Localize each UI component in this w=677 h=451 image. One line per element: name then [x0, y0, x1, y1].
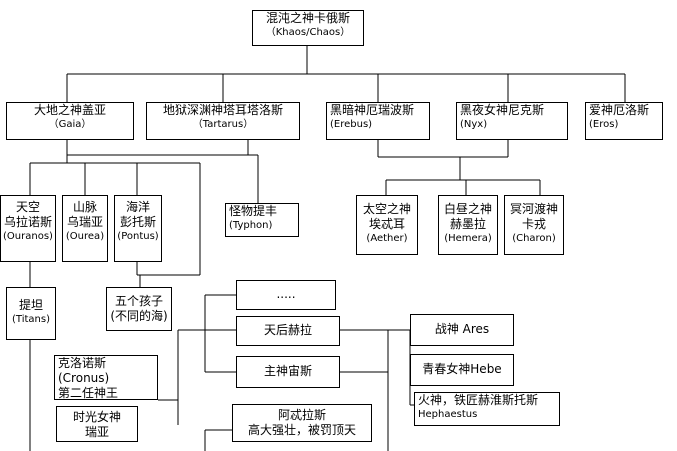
node-zeus-name: 主神宙斯 [263, 364, 312, 378]
node-hebe-name: 青春女神Hebe [422, 362, 502, 376]
node-aether-en: (Aether) [366, 233, 408, 244]
node-tartarus-name: 地狱深渊神塔耳塔洛斯 [162, 103, 283, 117]
node-zeus: 主神宙斯 [236, 356, 340, 388]
node-chaos: 混沌之神卡俄斯 （Khaos/Chaos） [252, 10, 364, 46]
node-atlas-line1: 阿忒拉斯 [277, 408, 326, 422]
node-rhea-line1: 时光女神 [72, 410, 121, 424]
node-nyx-name: 黑夜女神尼克斯 [460, 103, 545, 117]
node-pontus-line1: 海洋 [125, 200, 150, 214]
node-typhon: 怪物提丰 (Typhon) [225, 203, 299, 237]
node-ourea-line2: 乌瑞亚 [66, 215, 103, 229]
node-charon-line1: 冥河渡神 [509, 202, 558, 216]
node-titans-name: 提坦 [18, 298, 43, 312]
node-hemera-line2: 赫墨拉 [449, 217, 486, 231]
node-typhon-en: (Typhon) [229, 220, 273, 231]
node-titans: 提坦 (Titans) [6, 287, 56, 340]
node-ouranos-line2: 乌拉诺斯 [3, 215, 52, 229]
node-hephaestus-line2: Hephaestus [418, 409, 478, 420]
node-atlas: 阿忒拉斯 高大强壮，被罚顶天 [232, 404, 372, 442]
node-charon-en: (Charon) [512, 233, 556, 244]
node-ouranos: 天空 乌拉诺斯 (Ouranos) [0, 195, 56, 262]
node-rhea: 时光女神 瑞亚 [56, 406, 138, 442]
node-hemera-en: (Hemera) [444, 233, 492, 244]
node-hera-name: 天后赫拉 [263, 323, 312, 337]
node-pontus-en: (Pontus) [117, 231, 159, 242]
node-ares-name: 战神 Ares [434, 322, 490, 336]
node-cronus-line2: (Cronus) [58, 371, 110, 385]
node-hemera-line1: 白昼之神 [443, 202, 492, 216]
node-eros: 爱神厄洛斯 (Eros) [585, 102, 663, 140]
node-nyx: 黑夜女神尼克斯 (Nyx) [456, 102, 568, 140]
node-ourea: 山脉 乌瑞亚 (Ourea) [62, 195, 108, 262]
node-ellipsis: ..... [236, 280, 336, 310]
node-atlas-line2: 高大强壮，被罚顶天 [247, 423, 356, 437]
node-ellipsis-name: ..... [276, 287, 296, 301]
node-ouranos-line1: 天空 [15, 200, 40, 214]
node-aether: 太空之神 埃忒耳 (Aether) [356, 195, 418, 255]
node-eros-name: 爱神厄洛斯 [589, 103, 650, 117]
node-hebe: 青春女神Hebe [410, 354, 514, 386]
node-cronus-line3: 第二任神王 [58, 386, 119, 400]
node-charon: 冥河渡神 卡戎 (Charon) [504, 195, 564, 255]
node-aether-line2: 埃忒耳 [368, 217, 405, 231]
node-hera: 天后赫拉 [236, 316, 340, 346]
node-gaia-name: 大地之神盖亚 [33, 103, 106, 117]
node-five-children-line1: 五个孩子 [114, 294, 163, 308]
node-ouranos-en: (Ouranos) [3, 231, 53, 242]
node-rhea-line2: 瑞亚 [84, 425, 109, 439]
node-pontus: 海洋 彭托斯 (Pontus) [114, 195, 162, 262]
node-aether-line1: 太空之神 [362, 202, 411, 216]
node-hephaestus: 火神，铁匠赫淮斯托斯 Hephaestus [414, 392, 560, 426]
node-gaia-en: （Gaia） [48, 119, 92, 130]
node-erebus-en: (Erebus) [330, 119, 373, 130]
node-erebus: 黑暗神厄瑞波斯 (Erebus) [326, 102, 430, 140]
node-erebus-name: 黑暗神厄瑞波斯 [330, 103, 415, 117]
node-titans-en: (Titans) [12, 314, 50, 325]
node-charon-line2: 卡戎 [521, 217, 546, 231]
node-cronus: 克洛诺斯 (Cronus) 第二任神王 [54, 355, 158, 400]
node-gaia: 大地之神盖亚 （Gaia） [6, 102, 134, 140]
node-five-children: 五个孩子 (不同的海) [106, 287, 172, 331]
node-ourea-line1: 山脉 [72, 200, 97, 214]
node-five-children-line2: (不同的海) [110, 309, 168, 323]
node-tartarus-en: （Tartarus） [192, 119, 254, 130]
node-nyx-en: (Nyx) [460, 119, 488, 130]
node-eros-en: (Eros) [589, 119, 619, 130]
node-hephaestus-line1: 火神，铁匠赫淮斯托斯 [418, 393, 539, 407]
node-ourea-en: (Ourea) [65, 231, 105, 242]
node-ares: 战神 Ares [410, 314, 514, 346]
node-pontus-line2: 彭托斯 [119, 215, 156, 229]
node-typhon-name: 怪物提丰 [229, 204, 278, 218]
node-chaos-name: 混沌之神卡俄斯 [265, 11, 350, 25]
node-cronus-line1: 克洛诺斯 [58, 356, 107, 370]
node-tartarus: 地狱深渊神塔耳塔洛斯 （Tartarus） [146, 102, 300, 140]
node-chaos-en: （Khaos/Chaos） [265, 27, 351, 38]
node-hemera: 白昼之神 赫墨拉 (Hemera) [438, 195, 498, 255]
